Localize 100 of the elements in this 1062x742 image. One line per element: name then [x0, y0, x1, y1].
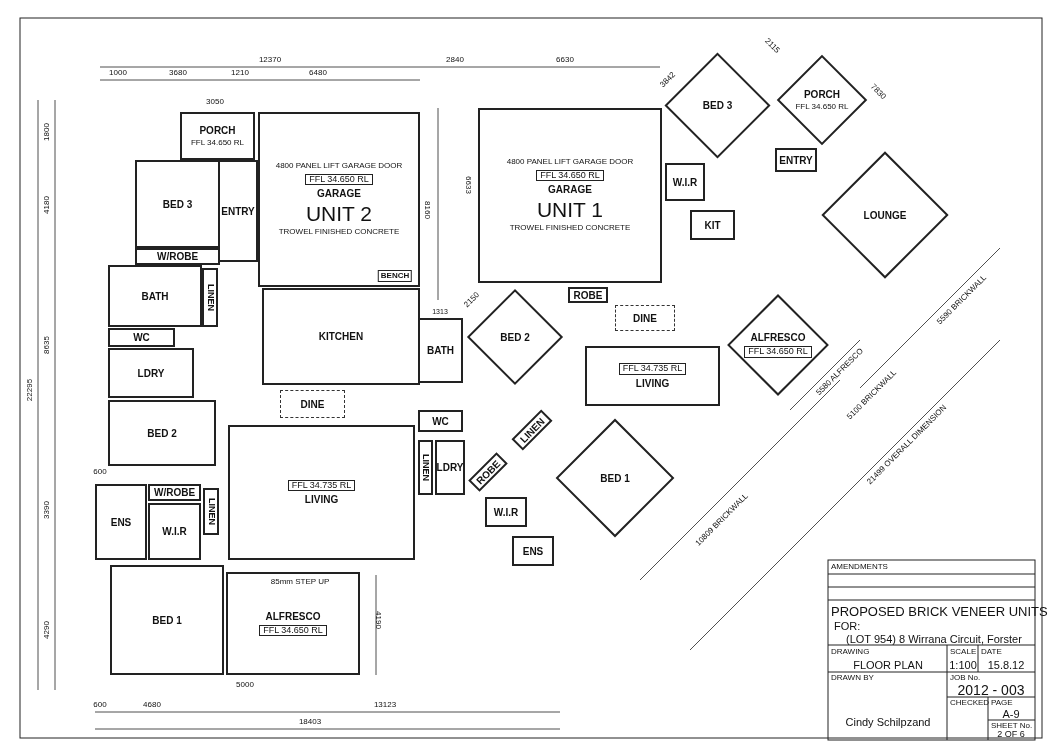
title-block-text: Cindy Schilpzand — [845, 716, 931, 728]
room-outline — [568, 287, 608, 303]
room-label: KIT — [704, 219, 721, 231]
room-label: W.I.R — [493, 506, 519, 518]
dimension-text: 5000 — [236, 681, 254, 689]
room-label: GARAGE — [317, 188, 361, 200]
dimension-text: 3680 — [169, 69, 187, 77]
dimension-text: 1000 — [109, 69, 127, 77]
room-label: LIVING — [635, 377, 670, 389]
title-block-text: 2012 - 003 — [957, 683, 1025, 697]
room-label: ROBE — [573, 289, 603, 301]
title-block-text: 15.8.12 — [987, 659, 1025, 671]
floor-level-label: FFL 34.735 RL — [618, 363, 687, 375]
dimension-text: 3050 — [206, 98, 224, 106]
field-heading: DRAWN BY — [831, 674, 874, 682]
field-heading: AMENDMENTS — [831, 563, 888, 571]
room-label: LIVING — [304, 494, 339, 506]
dimension-text: 8635 — [43, 336, 51, 354]
room-label: BED 3 — [702, 100, 733, 111]
floor-level-label: FFL 34.735 RL — [287, 479, 356, 492]
fixture-label: BENCH — [377, 270, 413, 282]
dimension-text: 4680 — [143, 701, 161, 709]
room-label: BATH — [141, 290, 169, 302]
room-label: KITCHEN — [318, 331, 364, 342]
room-label: W.I.R — [162, 526, 187, 537]
room-outline — [135, 248, 220, 265]
room-outline — [108, 400, 216, 466]
floor-level-label: FFL 34.650 RL — [259, 624, 327, 637]
room-outline — [775, 148, 817, 172]
unit-label: UNIT 2 — [305, 202, 373, 226]
note-text: FFL 34.650 RL — [190, 138, 245, 148]
dimension-text: 4190 — [374, 611, 382, 629]
room-label: GARAGE — [548, 184, 592, 196]
room-label: LOUNGE — [863, 209, 907, 221]
unit-label: UNIT 1 — [536, 198, 604, 222]
title-block-text: 2 OF 6 — [997, 729, 1025, 739]
room-label: LDRY — [436, 462, 464, 473]
field-heading: PAGE — [991, 699, 1013, 707]
room-outline — [203, 488, 219, 535]
room-outline — [228, 425, 415, 560]
room-label: BED 1 — [600, 472, 630, 484]
title-block-text: 1:100 — [949, 659, 977, 671]
dimension-text: 3390 — [43, 501, 51, 519]
room-label: ENTRY — [221, 205, 255, 217]
room-label: DINE — [300, 398, 325, 410]
room-label: W/ROBE — [153, 487, 196, 498]
room-label: PORCH — [199, 124, 236, 136]
room-label: LINEN — [206, 498, 216, 525]
room-outline — [226, 572, 360, 675]
room-outline — [95, 484, 147, 560]
room-outline — [108, 348, 194, 398]
room-label: DINE — [633, 312, 657, 324]
room-label: BED 3 — [162, 198, 193, 210]
room-label: BED 1 — [152, 614, 182, 626]
dimension-text: 600 — [93, 468, 107, 476]
floor-level-label: FFL 34.650 RL — [744, 346, 812, 358]
room-label: ENS — [110, 516, 132, 528]
room-label: LINEN — [420, 454, 431, 481]
room-outline — [218, 160, 258, 262]
dimension-text: 600 — [93, 701, 107, 709]
room-label: WC — [432, 415, 449, 427]
field-heading: DATE — [981, 648, 1002, 656]
room-outline — [512, 536, 554, 566]
room-outline — [690, 210, 735, 240]
title-block-text: FOR: — [834, 620, 861, 632]
room-outline — [202, 268, 218, 327]
room-label: PORCH — [803, 88, 841, 100]
room-label: W.I.R — [672, 176, 698, 188]
room-outline — [180, 112, 255, 160]
room-label: ENS — [522, 545, 544, 557]
field-heading: JOB No. — [950, 674, 981, 682]
room-label: ALFRESCO — [750, 332, 806, 344]
room-outline — [478, 108, 662, 283]
dimension-text: 12370 — [258, 56, 282, 64]
title-block-text: FLOOR PLAN — [853, 659, 923, 671]
note-text: FFL 34.650 RL — [795, 102, 849, 112]
room-outline — [435, 440, 465, 495]
floor-level-label: FFL 34.650 RL — [536, 169, 604, 182]
room-label: WC — [133, 332, 150, 343]
room-label: ALFRESCO — [265, 610, 321, 622]
dimension-text: 13123 — [373, 701, 397, 709]
title-block-text: (LOT 954) 8 Wirrana Circuit, Forster — [846, 633, 1022, 645]
title-block-text: PROPOSED BRICK VENEER UNITS — [831, 604, 1048, 618]
room-outline — [585, 346, 720, 406]
field-heading: CHECKED — [950, 699, 990, 707]
note-text: 4800 PANEL LIFT GARAGE DOOR — [506, 157, 634, 167]
room-label: BATH — [427, 345, 454, 356]
dimension-text: 85mm STEP UP — [270, 578, 330, 586]
dimension-text: 4180 — [43, 196, 51, 214]
dimension-text: 6480 — [309, 69, 327, 77]
room-label: ENTRY — [779, 154, 813, 166]
floor-level-label: FFL 34.650 RL — [305, 173, 373, 186]
room-outline — [418, 440, 433, 495]
room-outline — [485, 497, 527, 527]
room-label: BED 2 — [147, 427, 177, 439]
room-label: LINEN — [205, 284, 215, 311]
room-outline — [258, 112, 420, 287]
room-outline — [418, 318, 463, 383]
note-text: 4800 PANEL LIFT GARAGE DOOR — [275, 161, 403, 171]
room-outline — [148, 503, 201, 560]
